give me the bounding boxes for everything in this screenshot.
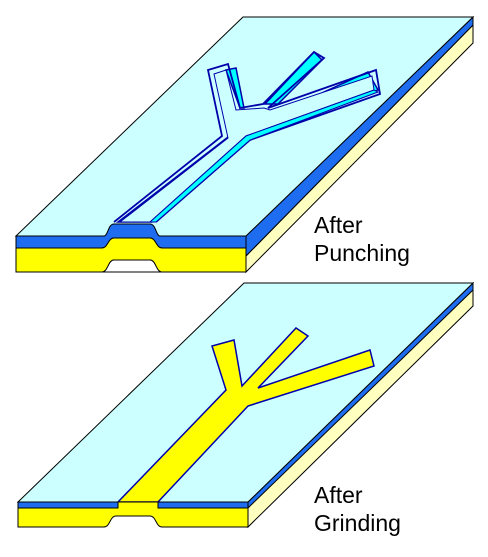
- after-grinding-panel: [16, 281, 475, 529]
- bottom-slab-front-substrate: [17, 501, 249, 528]
- after-punching-caption-line2: Punching: [314, 240, 410, 266]
- after-grinding-caption-line1: After: [314, 482, 363, 508]
- punched-channel-outline: [113, 50, 382, 223]
- after-grinding-caption: After Grinding: [314, 481, 401, 537]
- top-slab-bottom-notch: [101, 259, 163, 273]
- after-punching-caption-line1: After: [314, 212, 363, 238]
- after-punching-caption: After Punching: [314, 211, 410, 267]
- punched-channel-floor-wall: [148, 89, 380, 223]
- after-punching-panel: [14, 15, 475, 274]
- after-grinding-caption-line2: Grinding: [314, 510, 401, 536]
- ground-conductor-y: [116, 327, 375, 503]
